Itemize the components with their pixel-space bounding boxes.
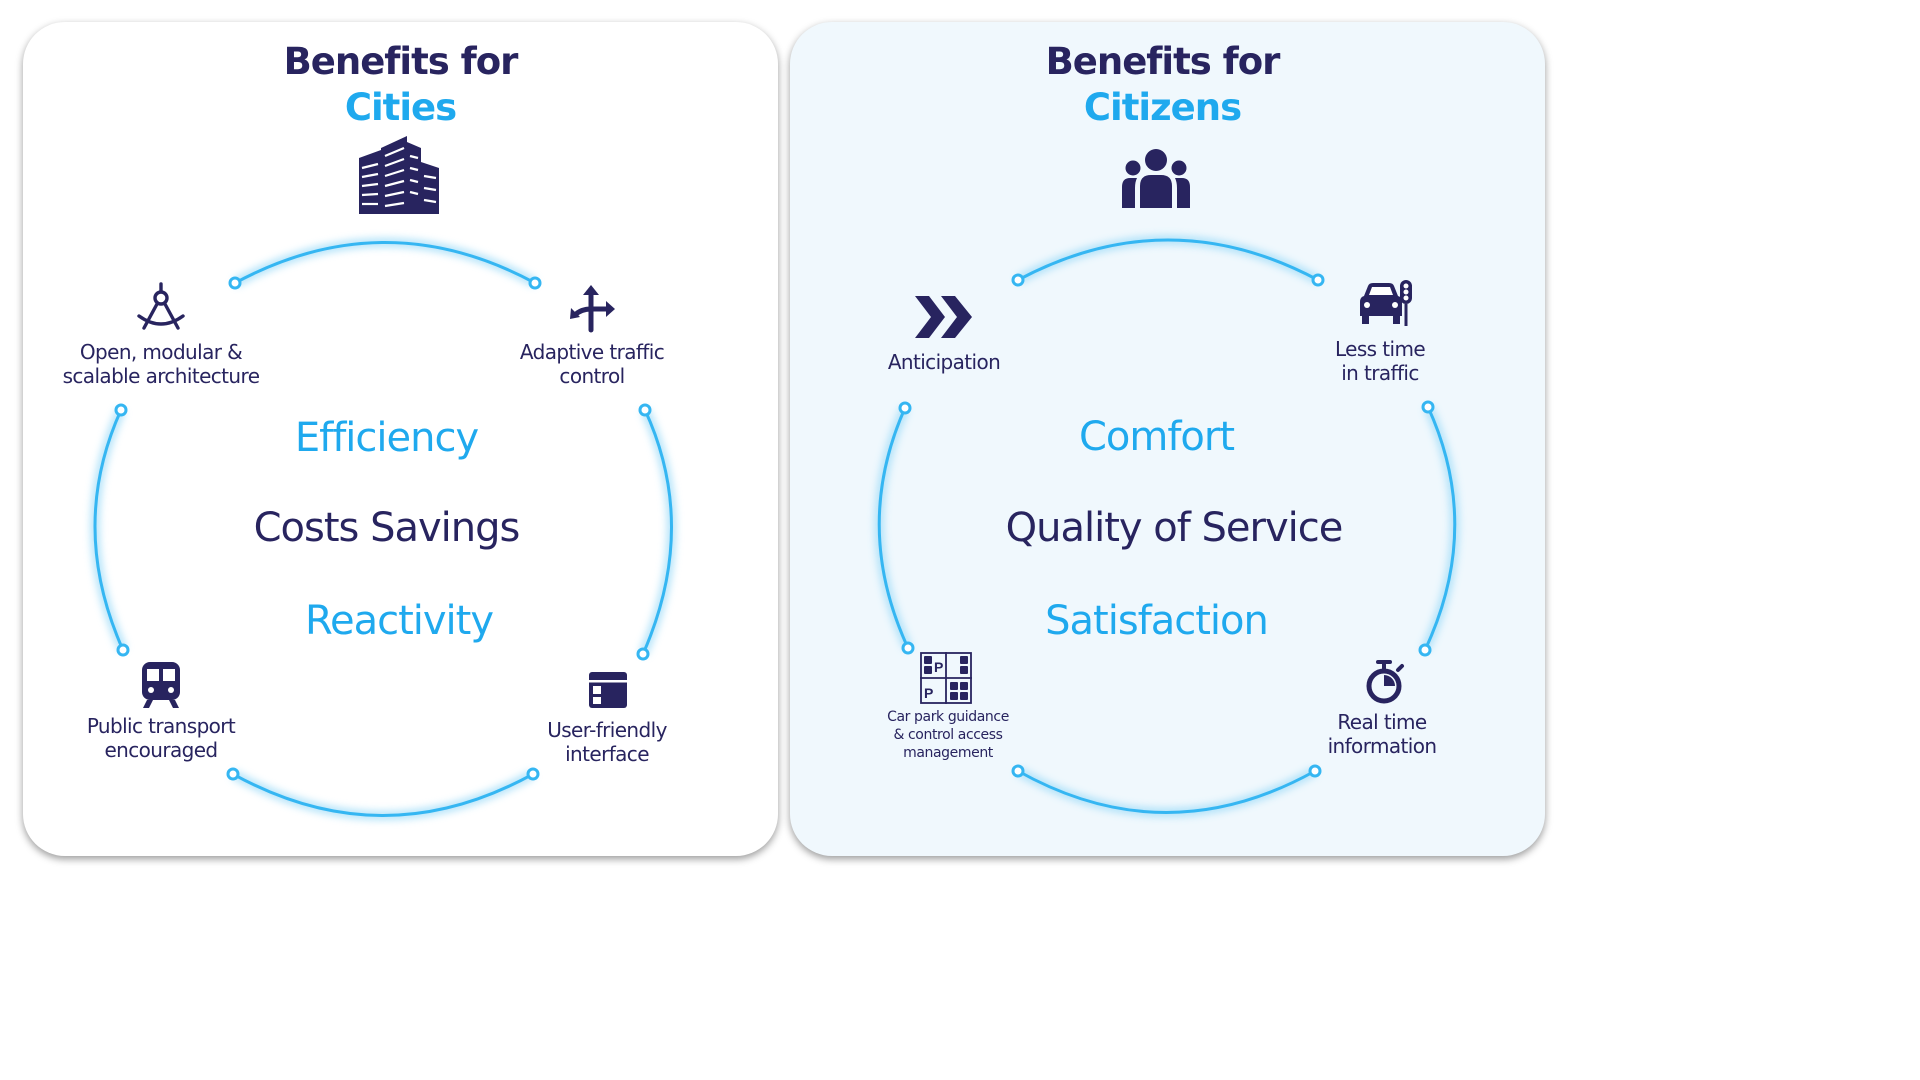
cities-panel: Benefits for Cities [23,22,778,856]
feature-label-line: Public transport [86,714,236,738]
feature-label-line: Adaptive traffic [519,340,665,364]
feature-label-line: Open, modular & [79,340,243,364]
feature-anticipation: Anticipation [844,350,1044,374]
feature-public-transport: Public transport encouraged [61,714,261,762]
car-traffic-light-icon [1360,280,1412,326]
buildings-icon [359,136,439,214]
feature-label-line: information [1327,734,1437,758]
citizens-title-line2: Citizens [1083,86,1242,129]
citizens-center-bottom: Satisfaction [1045,598,1269,644]
cities-ring [90,238,676,820]
feature-user-friendly: User-friendly interface [507,718,707,766]
interface-icon [589,672,627,708]
feature-label-line: Less time [1334,337,1426,361]
parking-icon: P P [920,652,972,704]
feature-less-time: Less time in traffic [1280,337,1480,385]
feature-label-line: scalable architecture [62,364,260,388]
feature-label-line: control [559,364,625,388]
feature-car-park: Car park guidance & control access manag… [848,708,1048,762]
directions-icon [570,285,615,333]
feature-label-line: User-friendly [547,718,667,742]
people-icon [1122,149,1190,208]
cities-center-bottom: Reactivity [304,598,494,644]
citizens-panel: Benefits for Citizens Anticipation [790,22,1545,856]
cities-title-line1: Benefits for [283,40,519,83]
cities-center-top: Efficiency [294,415,479,461]
feature-real-time: Real time information [1282,710,1482,758]
feature-open-architecture: Open, modular & scalable architecture [61,340,261,388]
feature-label-line: Anticipation [887,350,1001,374]
feature-label-line: management [903,745,993,761]
citizens-title-line1: Benefits for [1045,40,1281,83]
feature-label-line: encouraged [104,738,218,762]
cities-center-main: Costs Savings [253,505,521,551]
cities-title-line2: Cities [344,86,457,129]
citizens-center-top: Comfort [1078,414,1235,460]
fast-forward-icon [915,296,972,338]
stopwatch-icon [1366,660,1404,704]
svg-text:P: P [924,685,933,701]
feature-label-line: & control access [893,727,1003,743]
feature-label-line: in traffic [1341,361,1419,385]
compass-icon [137,282,185,330]
feature-label-line: Car park guidance [887,709,1009,725]
train-icon [142,662,180,708]
svg-text:P: P [934,659,943,675]
citizens-center-main: Quality of Service [1005,505,1344,551]
feature-label-line: Real time [1337,710,1427,734]
feature-adaptive-traffic: Adaptive traffic control [492,340,692,388]
feature-label-line: interface [565,742,649,766]
citizens-ring [874,235,1460,817]
